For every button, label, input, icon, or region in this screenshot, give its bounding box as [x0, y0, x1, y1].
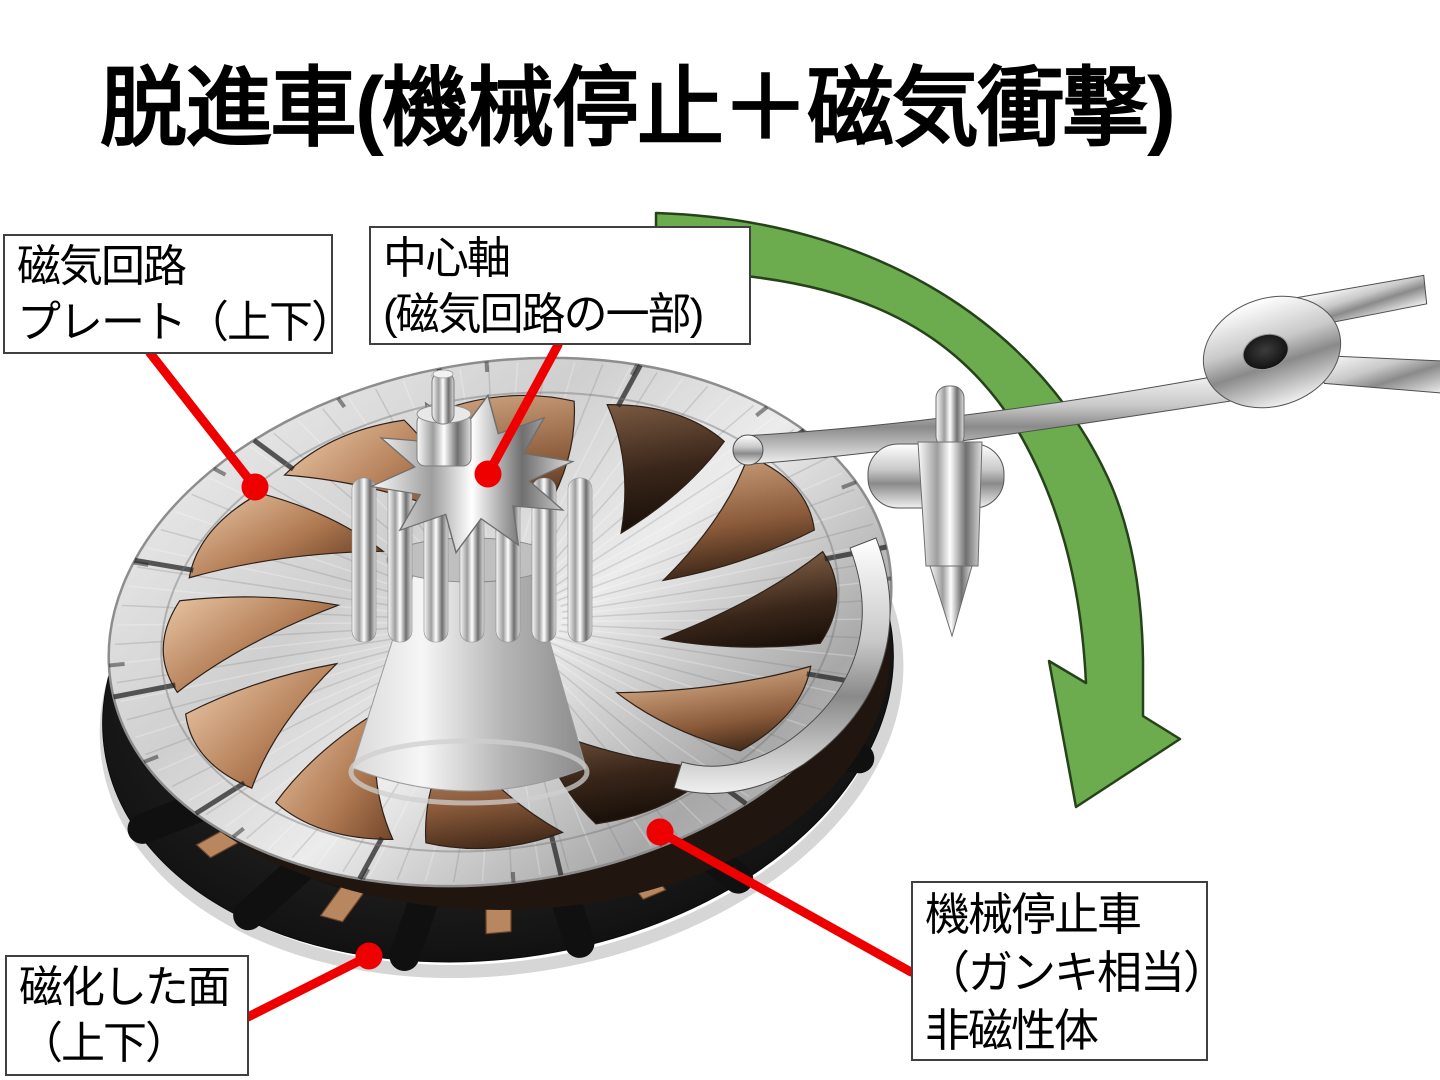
- rim-notch: [755, 405, 769, 418]
- rim-notch: [336, 396, 347, 409]
- pinion-star-gear: [369, 393, 575, 555]
- brush-line: [561, 541, 880, 610]
- callout-magnetic-circuit-plate: 磁気回路 プレート（上下）: [3, 234, 355, 354]
- rim-slit: [357, 836, 385, 880]
- callout-line: 磁気回路: [17, 242, 187, 291]
- fork-jewel-hole: [1242, 333, 1289, 371]
- lever-hook: [673, 537, 891, 794]
- wheel-cutout: [162, 596, 341, 694]
- lever-arm-end: [732, 434, 764, 466]
- wheel-cutout: [606, 404, 726, 535]
- rim-notch: [108, 661, 125, 668]
- rim-notch: [143, 754, 159, 764]
- rim-slit: [113, 682, 176, 700]
- leader-dot-magnetized-face: [355, 942, 383, 970]
- callout-line: （上下）: [19, 1019, 189, 1068]
- pallet-fork: [1202, 274, 1440, 409]
- leader-line-stop-wheel: [655, 827, 916, 977]
- rim-notch: [133, 560, 149, 567]
- pinion-leaf: [351, 477, 377, 643]
- leader-dot-stop-wheel: [646, 818, 674, 846]
- rim-notch: [629, 363, 640, 376]
- rim-notch: [213, 466, 227, 477]
- leader-dot-magnetic-plate: [241, 473, 269, 501]
- brush-line: [558, 630, 863, 678]
- leader-dot-center-shaft: [474, 460, 502, 488]
- slide-title: 脱進車(機械停止＋磁気衝撃): [100, 60, 1176, 157]
- rim-notch: [841, 480, 857, 490]
- rim-slit: [134, 557, 194, 573]
- callout-center-shaft: 中心軸 (磁気回路の一部): [369, 226, 751, 345]
- callout-line: 磁化した面: [19, 963, 231, 1012]
- wheel-cutout: [184, 662, 339, 789]
- leader-line-magnetic-plate: [145, 348, 260, 492]
- center-shaft-tip: [431, 369, 455, 425]
- rim-inner-edge: [160, 391, 840, 853]
- leader-line-magnetized-face: [243, 951, 374, 1022]
- wheel-cutout: [615, 665, 812, 752]
- callout-line: 中心軸: [383, 234, 511, 283]
- leader-lines: [145, 340, 916, 1022]
- leader-line-center-shaft: [483, 340, 563, 479]
- pinion-leaf: [387, 477, 413, 643]
- wheel-cutout: [661, 455, 816, 582]
- rim-slit: [548, 834, 564, 876]
- banking-pin: [917, 385, 983, 638]
- callout-magnetized-face: 磁化した面 （上下）: [5, 955, 249, 1076]
- pallet-lever-assembly: [673, 274, 1440, 794]
- callout-line: 機械停止車: [925, 889, 1142, 940]
- rim-slit: [252, 438, 295, 472]
- hub-base-ring: [348, 738, 590, 806]
- pinion-leaf: [531, 477, 557, 643]
- callout-line: （ガンキ相当）: [925, 947, 1228, 998]
- rim-notch: [360, 868, 371, 881]
- rim-notch: [484, 361, 490, 373]
- center-assembly: [348, 369, 593, 806]
- leader-dots: [241, 460, 674, 970]
- wheel-cutout: [188, 492, 385, 579]
- wheel-cutout: [659, 550, 838, 648]
- callout-line: (磁気回路の一部): [383, 290, 704, 339]
- star-gear: [369, 393, 575, 555]
- callout-mechanical-stop-wheel: 機械停止車 （ガンキ相当） 非磁性体: [911, 881, 1228, 1061]
- callout-line: プレート（上下）: [17, 298, 355, 347]
- rim-slit: [615, 364, 643, 408]
- pinion-leaf: [567, 477, 593, 643]
- wheel-cutout: [539, 726, 717, 825]
- brush-line: [120, 634, 439, 703]
- callout-line: 非磁性体: [925, 1005, 1099, 1056]
- rim-notch: [231, 826, 245, 839]
- rim-notch: [510, 871, 516, 883]
- rim-slit: [194, 780, 246, 816]
